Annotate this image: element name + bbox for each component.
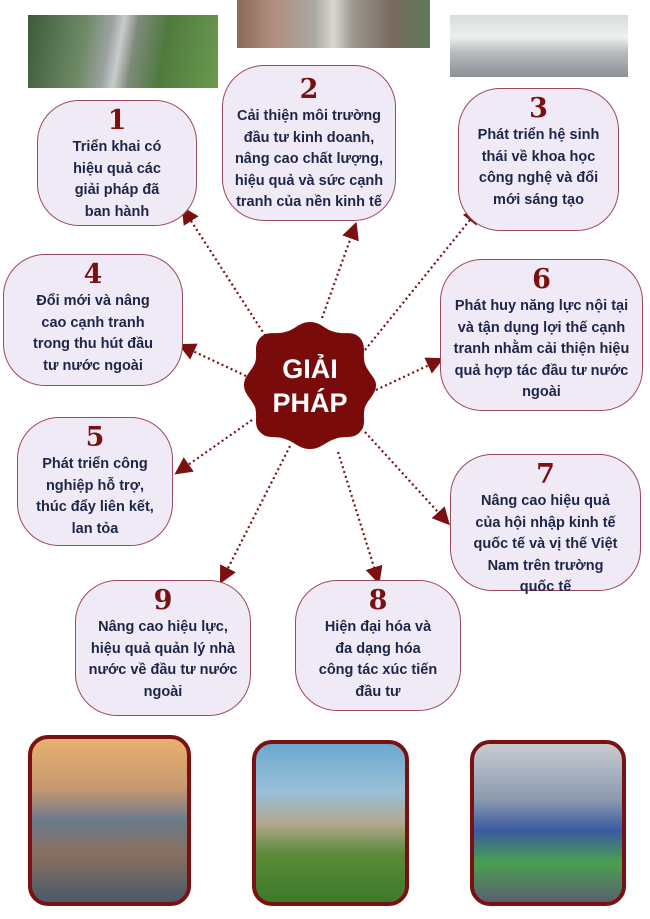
solution-box-6: 6 Phát huy năng lực nội tại và tận dụng … (440, 259, 643, 411)
arrow-8 (336, 451, 383, 585)
port-photo (28, 735, 191, 906)
center-badge (244, 322, 376, 449)
solution-box-8: 8 Hiện đại hóa và đa dạng hóa công tác x… (295, 580, 461, 711)
factory-photo (450, 15, 628, 77)
solution-box-3: 3 Phát triển hệ sinh thái về khoa học cô… (458, 88, 619, 231)
arrow-4 (178, 343, 247, 377)
solution-box-2: 2 Cải thiện môi trường đầu tư kinh doanh… (222, 65, 396, 221)
arrow-9 (220, 445, 291, 584)
agriculture-photo (252, 740, 409, 906)
solution-box-1: 1 Triển khai có hiệu quả các giải pháp đ… (37, 100, 197, 226)
arrow-5 (174, 419, 253, 475)
city-photo (237, 0, 430, 48)
solution-box-5: 5 Phát triển công nghiệp hỗ trợ, thúc đẩ… (17, 417, 173, 546)
solution-box-4: 4 Đổi mới và nâng cao cạnh tranh trong t… (3, 254, 183, 386)
highway-photo (28, 15, 218, 88)
arrow-6 (375, 357, 444, 391)
center-title: GIẢI PHÁP (272, 354, 348, 418)
textile-factory-photo (470, 740, 626, 906)
solution-box-9: 9 Nâng cao hiệu lực, hiệu quả quản lý nh… (75, 580, 251, 716)
arrow-1 (181, 206, 269, 341)
arrow-2 (320, 221, 359, 319)
arrow-7 (364, 431, 450, 526)
solution-box-7: 7 Nâng cao hiệu quả của hội nhập kinh tế… (450, 454, 641, 595)
